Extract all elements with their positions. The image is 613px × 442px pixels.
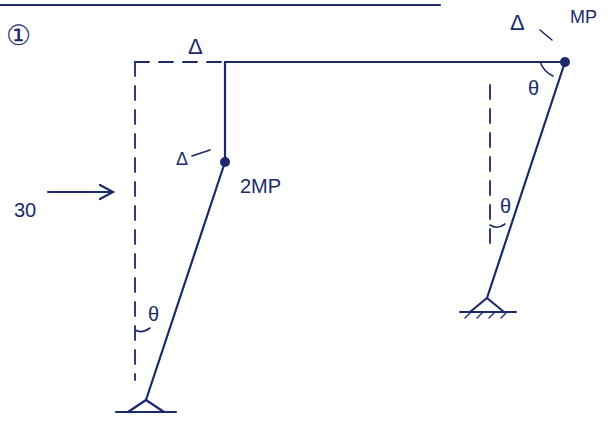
delta-tick xyxy=(192,150,210,156)
displacement-label: Δ xyxy=(510,12,525,34)
delta-tick xyxy=(540,30,552,40)
moment-label: MP xyxy=(570,8,597,26)
angle-arc xyxy=(540,62,553,76)
load-arrow xyxy=(48,191,112,193)
column-rotated xyxy=(487,62,565,298)
column-upper xyxy=(224,62,226,162)
angle-label: θ xyxy=(148,304,159,324)
angle-arc xyxy=(135,328,150,332)
pin-support xyxy=(460,298,516,312)
angle-label: θ xyxy=(500,196,511,216)
displacement-label: Δ xyxy=(188,36,203,58)
arrow-head xyxy=(100,185,113,199)
hatch xyxy=(465,312,507,318)
load-value: 30 xyxy=(14,200,36,220)
figure-number: ① xyxy=(6,22,31,50)
angle-arc xyxy=(490,224,505,227)
underline xyxy=(0,4,440,6)
moment-label: 2MP xyxy=(240,176,281,196)
pin-support xyxy=(116,400,176,412)
plastic-hinge xyxy=(560,57,570,67)
beam xyxy=(225,61,565,63)
displacement-label: Δ xyxy=(176,150,188,168)
original-column xyxy=(134,62,136,380)
angle-label: θ xyxy=(528,78,539,98)
original-beam xyxy=(135,61,225,63)
plastic-hinge xyxy=(220,157,230,167)
column-rotated xyxy=(146,162,225,400)
